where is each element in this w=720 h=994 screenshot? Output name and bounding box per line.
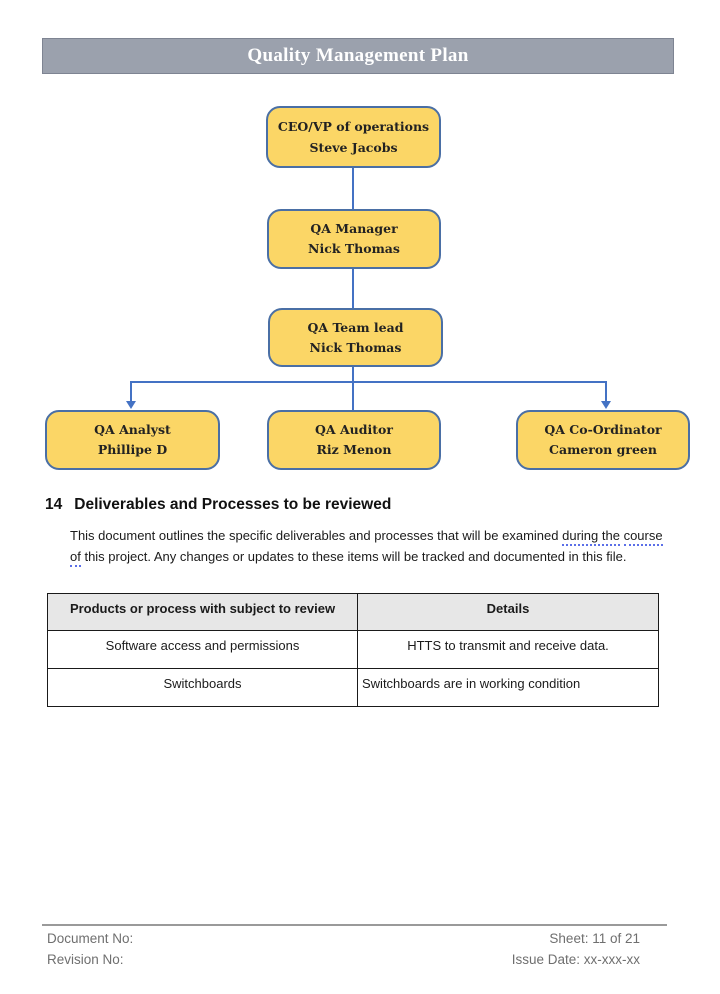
- table-row: Switchboards Switchboards are in working…: [47, 668, 659, 707]
- footer-document-no: Document No:: [47, 931, 134, 946]
- arrow-down-icon: [601, 401, 611, 409]
- table-cell-product: Switchboards: [47, 668, 358, 707]
- table-cell-details: HTTS to transmit and receive data.: [357, 630, 659, 669]
- connector-line: [131, 381, 607, 383]
- section-heading: 14 Deliverables and Processes to be revi…: [45, 496, 391, 514]
- footer-left: Document No: Revision No:: [47, 929, 133, 970]
- org-node-person: Phillipe D: [97, 442, 168, 458]
- connector-line: [352, 168, 354, 209]
- footer-issue-date: Issue Date: xx-xxx-xx: [511, 951, 640, 967]
- connector-line: [130, 381, 132, 402]
- table-row: Software access and permissions HTTS to …: [47, 630, 659, 669]
- org-node-title: QA Auditor: [315, 421, 393, 437]
- org-node-person: Nick Thomas: [309, 339, 402, 355]
- org-node-person: Riz Menon: [316, 442, 392, 458]
- section-number: 14: [45, 496, 63, 513]
- footer-revision-no: Revision No:: [47, 951, 124, 967]
- org-node-qa-analyst: QA Analyst Phillipe D: [45, 410, 220, 470]
- footer-divider: [42, 924, 667, 926]
- org-node-person: Nick Thomas: [308, 241, 400, 257]
- table-cell-product: Software access and permissions: [47, 630, 358, 669]
- footer-right: Sheet: 11 of 21 Issue Date: xx-xxx-xx: [512, 929, 640, 970]
- table-header-details: Details: [357, 593, 659, 631]
- connector-line: [352, 381, 354, 410]
- org-node-title: CEO/VP of operations: [277, 118, 430, 134]
- org-node-title: QA Co-Ordinator: [544, 421, 662, 437]
- connector-line: [352, 269, 354, 308]
- org-node-qa-auditor: QA Auditor Riz Menon: [267, 410, 441, 470]
- connector-line: [605, 381, 607, 402]
- title-banner: Quality Management Plan: [42, 38, 674, 74]
- arrow-down-icon: [126, 401, 136, 409]
- org-node-ceo: CEO/VP of operations Steve Jacobs: [266, 106, 441, 168]
- grammar-flagged-text: during the: [562, 528, 620, 546]
- org-node-title: QA Manager: [310, 220, 398, 236]
- table-header-row: Products or process with subject to revi…: [47, 593, 659, 631]
- org-node-person: Cameron green: [549, 442, 657, 458]
- org-node-person: Steve Jacobs: [309, 139, 398, 155]
- section-title: Deliverables and Processes to be reviewe…: [74, 496, 392, 513]
- connector-line: [352, 367, 354, 382]
- footer-sheet: Sheet: 11 of 21: [549, 931, 640, 946]
- org-node-qa-manager: QA Manager Nick Thomas: [267, 209, 441, 269]
- paragraph-text: This document outlines the specific deli…: [70, 528, 563, 543]
- section-paragraph: This document outlines the specific deli…: [70, 525, 666, 567]
- document-title: Quality Management Plan: [247, 45, 469, 66]
- grammar-flagged-text: course of: [70, 528, 663, 567]
- table-header-products: Products or process with subject to revi…: [47, 593, 358, 631]
- org-node-title: QA Team lead: [307, 319, 404, 335]
- paragraph-text: this project. Any changes or updates to …: [80, 549, 627, 564]
- org-node-qa-team-lead: QA Team lead Nick Thomas: [268, 308, 443, 367]
- table-cell-details: Switchboards are in working condition: [357, 668, 659, 707]
- review-table: Products or process with subject to revi…: [47, 593, 659, 707]
- org-node-qa-coordinator: QA Co-Ordinator Cameron green: [516, 410, 690, 470]
- org-node-title: QA Analyst: [94, 421, 171, 437]
